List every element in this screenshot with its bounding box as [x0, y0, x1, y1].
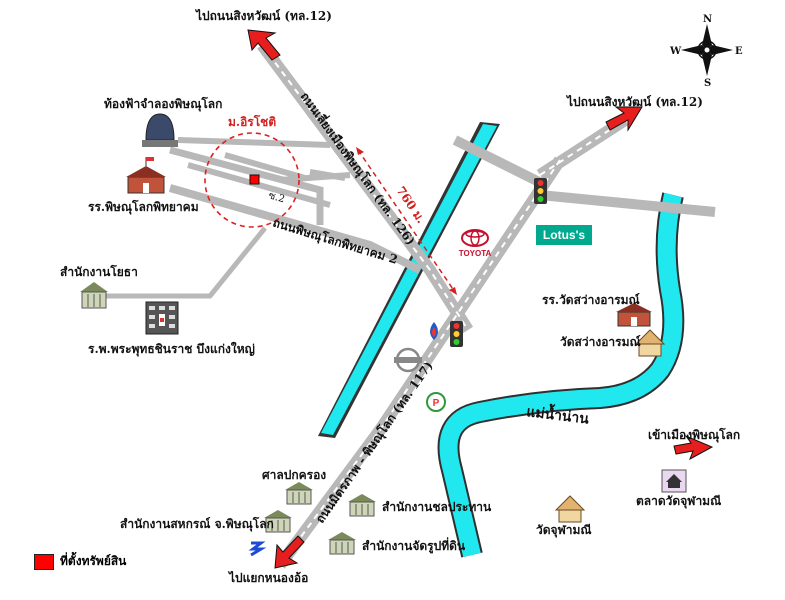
property-marker[interactable]	[249, 174, 260, 185]
road-east	[539, 190, 716, 217]
river	[437, 192, 685, 558]
lotus-logo: Lotus's	[536, 225, 592, 245]
traffic-light-icon	[450, 321, 463, 347]
temple-chulamani-icon	[554, 495, 586, 523]
label-temple: วัดสว่างอารมณ์	[560, 335, 641, 349]
label-school: รร.พิษณุโลกพิทยาคม	[88, 199, 199, 215]
road-north-junction	[452, 135, 548, 190]
label-village: ม.อิรโชติ	[228, 114, 276, 129]
compass-e: E	[735, 46, 743, 57]
legend-property-swatch	[34, 553, 54, 570]
suzuki-logo	[248, 540, 267, 558]
direction-arrows	[247, 29, 714, 569]
land-office-icon	[328, 532, 356, 555]
compass-n: N	[703, 14, 712, 25]
label-coop: สำนักงานสหกรณ์ จ.พิษณุโลก	[120, 516, 274, 532]
compass-icon	[681, 24, 733, 76]
market-icon	[661, 469, 687, 493]
planetarium-icon	[142, 113, 178, 147]
temple-school-icon	[616, 303, 652, 327]
arrow-top-right	[605, 106, 643, 132]
label-irrigation: สำนักงานชลประทาน	[382, 500, 492, 514]
school-icon	[126, 157, 166, 194]
toyota-logo: TOYOTA	[459, 229, 492, 258]
traffic-light-icon	[534, 178, 547, 204]
public-works-icon	[80, 282, 108, 309]
gas-station-logo	[430, 322, 438, 340]
lotus-text: Lotus's	[543, 228, 586, 242]
label-land-office: สำนักงานจัดรูปที่ดิน	[362, 537, 466, 554]
label-market: ตลาดวัดจุฬามณี	[636, 494, 721, 509]
label-soi: ซ.2	[267, 190, 286, 205]
label-public-works: สำนักงานโยธา	[60, 264, 138, 279]
label-hospital: ร.พ.พระพุทธชินราช บึงแก่งใหญ่	[88, 341, 255, 357]
legend-label: ที่ตั้งทรัพย์สิน	[60, 554, 127, 568]
court-icon	[285, 482, 313, 505]
svg-text:P: P	[433, 398, 440, 409]
arrow-top-left	[247, 29, 281, 61]
pt-station-logo: P	[426, 392, 446, 412]
label-temple2: วัดจุฬามณี	[536, 523, 592, 538]
property-radius-circle	[204, 132, 300, 228]
irrigation-office-icon	[348, 494, 376, 517]
legend: ที่ตั้งทรัพย์สิน	[34, 552, 126, 571]
temple-icon	[634, 329, 666, 357]
canal	[318, 122, 500, 438]
distance-line	[357, 149, 456, 293]
compass-w: W	[669, 46, 682, 57]
road-pittayakom-2	[168, 184, 422, 274]
coop-office-icon	[264, 510, 292, 533]
label-court: ศาลปกครอง	[262, 468, 326, 482]
label-road-126: ถนนเลี่ยงเมืองพิษณุโลก (ทล. 126)	[297, 88, 420, 248]
toyota-text: TOYOTA	[459, 249, 492, 258]
label-planetarium: ท้องฟ้าจำลองพิษณุโลก	[104, 96, 222, 112]
label-temple-school: รร.วัดสว่างอารมณ์	[542, 293, 640, 307]
nissan-logo	[394, 347, 422, 373]
arrow-bottom	[274, 535, 305, 569]
hospital-icon	[145, 301, 179, 335]
label-city: เข้าเมืองพิษณุโลก	[648, 427, 740, 443]
label-bottom: ไปแยกหนองอ้อ	[227, 570, 308, 585]
label-road-pittayakom2: ถนนพิษณุโลกพิทยาคม 2	[271, 215, 400, 268]
label-dest-top-left: ไปถนนสิงหวัฒน์ (ทล.12)	[194, 8, 332, 23]
compass-s: S	[704, 78, 711, 89]
arrow-city	[673, 434, 714, 461]
label-dest-top-right: ไปถนนสิงหวัฒน์ (ทล.12)	[565, 94, 703, 109]
